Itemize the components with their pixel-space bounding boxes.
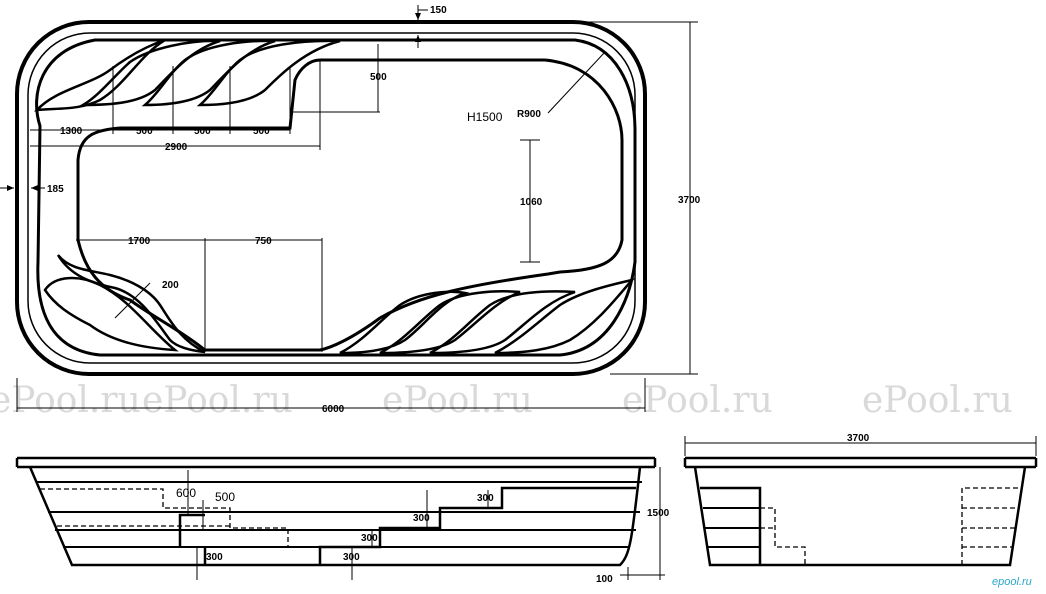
- leaf-step: [141, 39, 276, 107]
- dim-label: 300: [343, 552, 360, 563]
- dim-label: 300: [361, 533, 378, 544]
- dim-label: 500: [136, 126, 153, 137]
- dim-label: 3700: [678, 195, 701, 206]
- plan-dimensions: [0, 5, 698, 412]
- dim-label: 300: [413, 513, 430, 524]
- leaf-step: [33, 38, 166, 112]
- watermark: ePool.ru: [622, 380, 773, 421]
- long-section: [15, 456, 657, 567]
- site-logo: epool.ru: [992, 576, 1032, 588]
- leaf-step: [56, 254, 206, 354]
- leaf-step: [196, 39, 341, 107]
- dim-label: 1060: [520, 197, 543, 208]
- pool-edge: [35, 38, 637, 357]
- depth-label: H1500: [467, 110, 503, 124]
- dim-label: 500: [370, 72, 387, 83]
- dim-label: 185: [47, 184, 64, 195]
- dim-label: 500: [253, 126, 270, 137]
- dim-label: 200: [162, 280, 179, 291]
- dim-label: 1300: [60, 126, 83, 137]
- leaf-step: [78, 39, 221, 107]
- dim-label: 500: [215, 490, 235, 504]
- dim-label: 1700: [128, 236, 151, 247]
- leaf-step: [429, 290, 576, 355]
- dim-label: 150: [430, 5, 447, 16]
- leaf-step: [494, 277, 636, 355]
- pool-outer-rim: [15, 20, 647, 376]
- plan-view: [15, 20, 647, 376]
- dim-label: 600: [176, 486, 196, 500]
- cross-section: [683, 456, 1038, 567]
- radius-label: R900: [517, 109, 541, 120]
- dim-label: 300: [477, 493, 494, 504]
- dim-label: 100: [596, 574, 613, 585]
- watermark: ePool.ru: [862, 380, 1013, 421]
- long-section-dimensions: [187, 467, 665, 580]
- watermark: ePool.ru: [142, 380, 293, 421]
- basin-contour: [76, 58, 624, 352]
- dim-label: 6000: [322, 404, 345, 415]
- watermark: ePool.ru: [382, 380, 533, 421]
- watermarks: ePool.ru ePool.ru ePool.ru ePool.ru ePoo…: [0, 380, 1013, 421]
- dim-label: 2900: [165, 142, 188, 153]
- watermark: ePool.ru: [0, 380, 141, 421]
- dim-label: 750: [255, 236, 272, 247]
- dim-label: 500: [194, 126, 211, 137]
- dim-label: 300: [206, 552, 223, 563]
- dim-label: 3700: [847, 433, 870, 444]
- dim-label: 1500: [647, 508, 670, 519]
- cross-section-dimensions: [684, 436, 1037, 456]
